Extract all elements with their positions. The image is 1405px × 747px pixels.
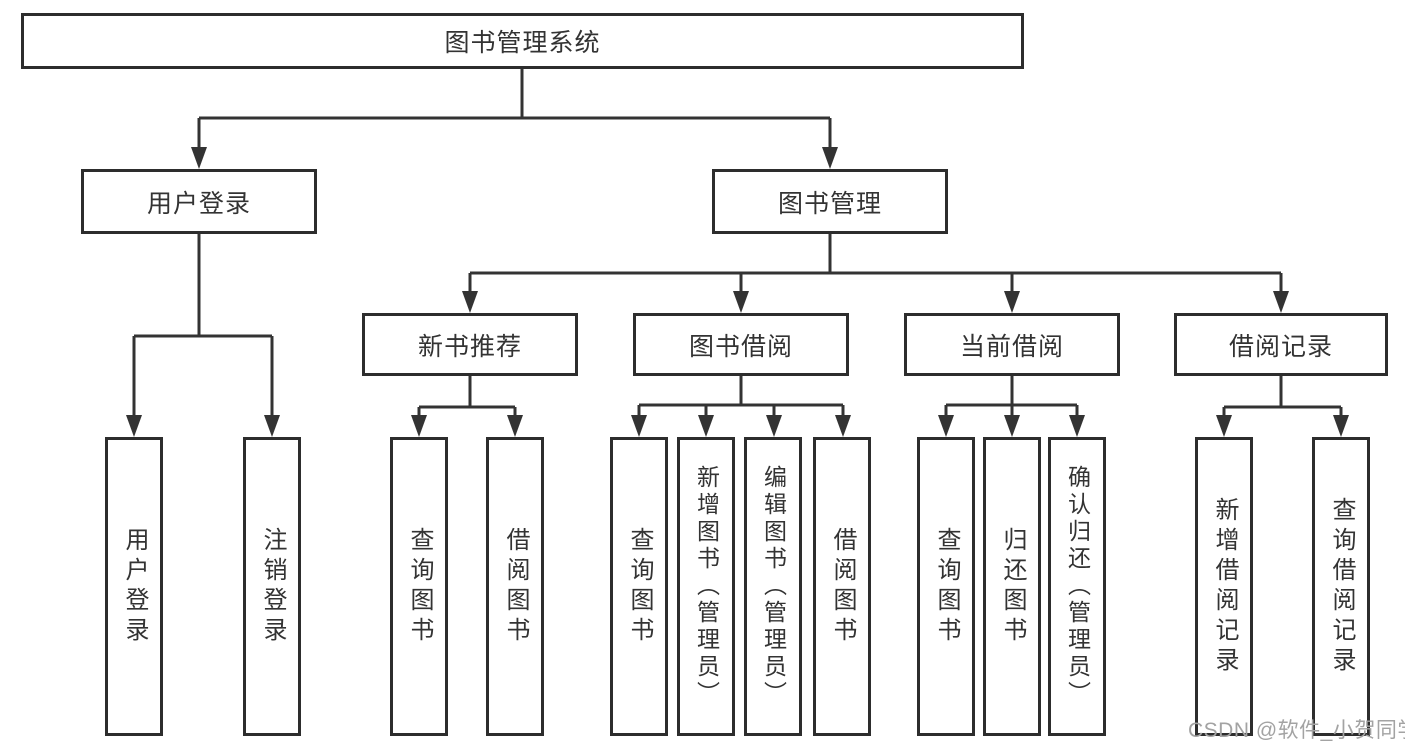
leaf-query-borrow-record: 查询借阅记录 [1312, 437, 1370, 736]
node-current-borrowing: 当前借阅 [904, 313, 1120, 376]
watermark: CSDN @软件_小贺同学 [1188, 719, 1405, 742]
node-library-management-system: 图书管理系统 [21, 13, 1024, 69]
leaf-borrow-books-borrowing: 借阅图书 [813, 437, 871, 736]
leaf-add-book-admin: 新增图书（管理员） [677, 437, 735, 736]
node-book-borrowing: 图书借阅 [633, 313, 849, 376]
leaf-query-books-recommend: 查询图书 [390, 437, 448, 736]
leaf-borrow-books-recommend: 借阅图书 [486, 437, 544, 736]
leaf-confirm-return-admin: 确认归还（管理员） [1048, 437, 1106, 736]
arrowheads [126, 147, 1349, 437]
node-new-book-recommend: 新书推荐 [362, 313, 578, 376]
node-borrowing-records: 借阅记录 [1174, 313, 1388, 376]
leaf-return-books: 归还图书 [983, 437, 1041, 736]
leaf-query-books-current: 查询图书 [917, 437, 975, 736]
leaf-add-borrow-record: 新增借阅记录 [1195, 437, 1253, 736]
leaf-logout: 注销登录 [243, 437, 301, 736]
node-book-management: 图书管理 [712, 169, 948, 234]
leaf-edit-book-admin: 编辑图书（管理员） [744, 437, 802, 736]
leaf-user-login: 用户登录 [105, 437, 163, 736]
node-user-login: 用户登录 [81, 169, 317, 234]
leaf-query-books-borrowing: 查询图书 [610, 437, 668, 736]
